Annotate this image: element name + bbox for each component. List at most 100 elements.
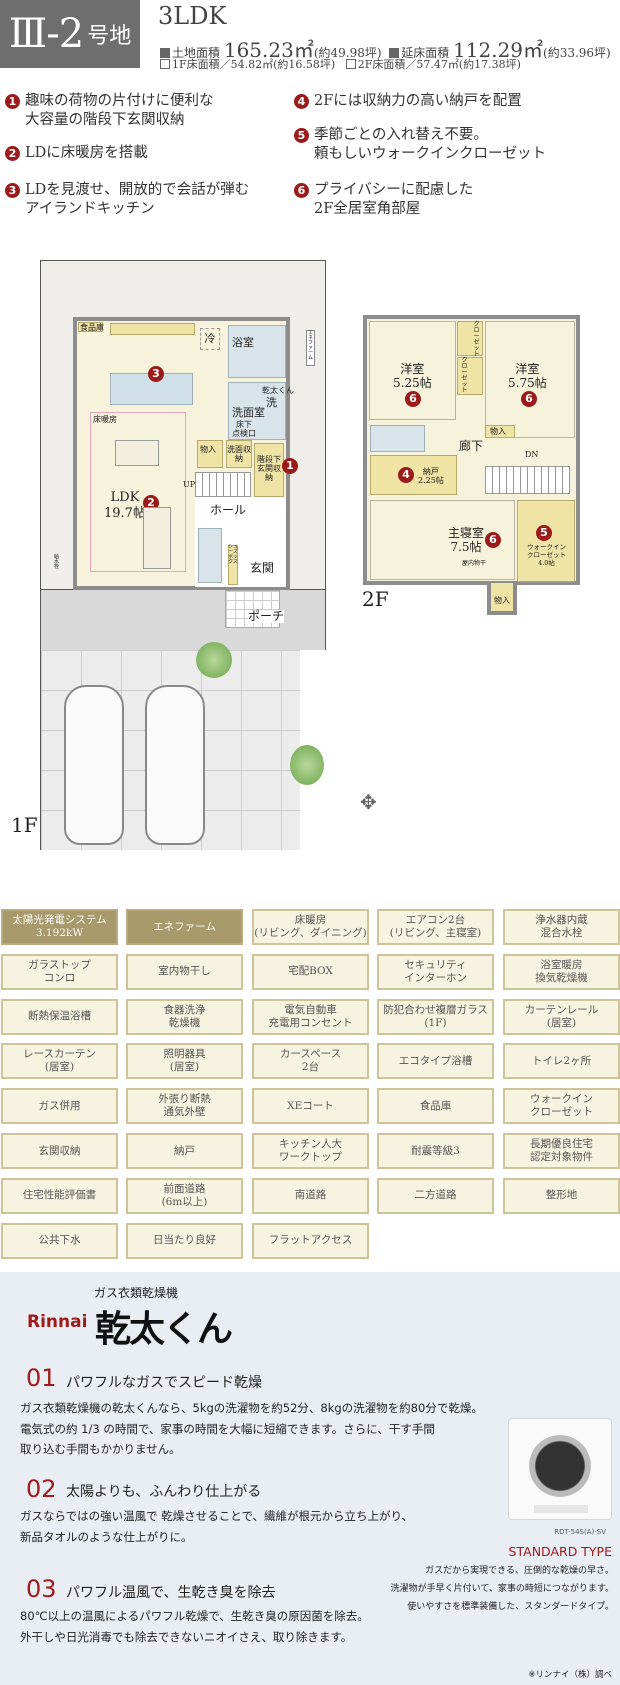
lot-number: Ⅲ-2 bbox=[8, 11, 85, 57]
lot-number-badge: Ⅲ-2 号地 bbox=[0, 0, 140, 68]
feature-cell: エコタイプ浴槽 bbox=[377, 1043, 494, 1080]
floor-heating-label: 床暖房 bbox=[93, 415, 117, 424]
closet-label: クローゼット bbox=[473, 321, 480, 358]
point-text: 2Fには収納力の高い納戸を配置 bbox=[314, 93, 522, 109]
pantry bbox=[78, 322, 103, 332]
feature-cell: 長期優良住宅 認定対象物件 bbox=[503, 1133, 620, 1169]
feature-cell: 南道路 bbox=[252, 1177, 369, 1214]
point-badge: 4 bbox=[294, 94, 309, 109]
section-title: パワフル温風で、生乾き臭を除去 bbox=[66, 1585, 276, 1601]
toilet-1f bbox=[198, 528, 222, 583]
feature-cell: 外張り断熱 通気外壁 bbox=[126, 1088, 243, 1125]
point-text: 趣味の荷物の片付けに便利な 大容量の階段下玄関収納 bbox=[25, 93, 214, 128]
section-text: ガスならではの強い温風で 乾燥させることで、繊維が根元から立ち上がり、 新品タオ… bbox=[20, 1509, 414, 1544]
feature-cell: 宅配BOX bbox=[252, 953, 369, 990]
compass-icon: ✥ bbox=[360, 790, 377, 814]
model-number: RDT-54S(A)-SV bbox=[554, 1528, 606, 1536]
feature-cell: 照明器具 (居室) bbox=[126, 1043, 243, 1080]
dryer-door-icon bbox=[529, 1435, 591, 1497]
entry-storage-label: 階段下 玄関収納 bbox=[257, 455, 281, 482]
control-panel bbox=[534, 1505, 588, 1513]
point-badge: 2 bbox=[5, 146, 20, 161]
floor-heating-area bbox=[90, 412, 186, 572]
section-title: パワフルなガスでスピード乾燥 bbox=[66, 1375, 262, 1391]
underfloor-label: 床下 点検口 bbox=[232, 420, 256, 438]
storage-label: 物入 bbox=[490, 427, 506, 436]
feature-cell: 食器洗浄 乾燥機 bbox=[126, 998, 243, 1035]
nando-label: 納戸 2.25帖 bbox=[418, 467, 444, 485]
feature-cell: エアコン2台 (リビング、主寝室) bbox=[377, 909, 494, 945]
land-area-label: 土地面積 bbox=[172, 46, 221, 60]
layout-type: 3LDK bbox=[158, 2, 227, 30]
rinnai-logo: Rinnai bbox=[27, 1312, 88, 1332]
feature-cell: ガラストップ コンロ bbox=[1, 953, 118, 990]
closet-label: クローゼット bbox=[461, 357, 468, 394]
shoe-box bbox=[228, 545, 238, 585]
point-6-marker: 6 bbox=[485, 532, 501, 548]
walk-in-closet bbox=[517, 500, 575, 582]
point-badge: 6 bbox=[294, 183, 309, 198]
point-6: 6 プライバシーに配慮した 2F全居室角部屋 bbox=[294, 181, 473, 219]
point-4: 4 2Fには収納力の高い納戸を配置 bbox=[294, 92, 522, 111]
washroom-label: 洗面室 bbox=[232, 406, 265, 419]
feature-cell: ガス併用 bbox=[1, 1088, 118, 1125]
point-text: プライバシーに配慮した 2F全居室角部屋 bbox=[314, 182, 474, 217]
closet bbox=[457, 357, 483, 395]
entry-storage bbox=[254, 443, 284, 497]
room2-label: 洋室 5.75帖 bbox=[508, 362, 547, 390]
filled-square-icon bbox=[160, 48, 170, 58]
section-number: 01 bbox=[26, 1364, 57, 1392]
floor-area-value: 112.29㎡ bbox=[453, 38, 544, 62]
empty-square-icon bbox=[345, 59, 356, 69]
fridge-label: 冷 bbox=[200, 328, 220, 350]
feature-cell: カースペース 2台 bbox=[252, 1043, 369, 1080]
storage-label: 物入 bbox=[494, 596, 510, 605]
product-logo: 乾太くん bbox=[95, 1309, 233, 1350]
feature-cell: 整形地 bbox=[503, 1177, 620, 1214]
closet bbox=[457, 321, 483, 356]
wash-storage-label: 洗面収納 bbox=[227, 445, 251, 463]
dryer-category: ガス衣類乾燥機 bbox=[94, 1286, 179, 1300]
point-2: 2 LDに床暖房を搭載 bbox=[5, 144, 148, 163]
water-meter-label: 給水栓 bbox=[53, 554, 59, 570]
stairs bbox=[195, 472, 251, 497]
feature-cell: エネファーム bbox=[126, 909, 243, 945]
storage-label: 物入 bbox=[200, 445, 216, 454]
western-room-2 bbox=[485, 321, 575, 438]
feature-cell: キッチン人大 ワークトップ bbox=[252, 1133, 369, 1169]
up-label: UP bbox=[183, 480, 196, 489]
point-6-marker: 6 bbox=[405, 391, 421, 407]
wash-storage bbox=[226, 440, 252, 468]
corridor-label: 廊下 bbox=[459, 439, 484, 453]
f1-area: 1F床面積／54.82㎡(約16.58坪) bbox=[172, 58, 336, 71]
sofa bbox=[143, 507, 171, 569]
shoe-box-label: シューズボックス bbox=[228, 544, 239, 565]
footnote: ※リンナイ（株）調べ bbox=[528, 1670, 612, 1680]
feature-cell: 耐震等級3 bbox=[377, 1133, 494, 1169]
feature-cell: 太陽光発電システム 3.192kW bbox=[1, 909, 118, 945]
storage-2f bbox=[485, 425, 515, 438]
feature-cell: トイレ2ヶ所 bbox=[503, 1043, 620, 1080]
washroom bbox=[228, 382, 286, 440]
car-icon bbox=[64, 685, 124, 845]
dining-table bbox=[115, 440, 159, 466]
floor-label-2f: 2F bbox=[362, 587, 389, 611]
car-icon bbox=[145, 685, 205, 845]
entrance-label: 玄関 bbox=[250, 561, 275, 575]
empty-square-icon bbox=[160, 59, 170, 69]
stairs-2f bbox=[485, 466, 570, 494]
section-number: 02 bbox=[26, 1475, 57, 1503]
wic-label: ウォークイン クローゼット 4.0帖 bbox=[527, 543, 566, 567]
toilet-2f bbox=[370, 425, 425, 452]
kitchen-cabinet bbox=[110, 323, 195, 335]
feature-cell: 納戸 bbox=[126, 1133, 243, 1169]
point-5-marker: 5 bbox=[536, 525, 552, 541]
land-area-tsubo: (約49.98坪) bbox=[313, 46, 382, 60]
point-text: LDに床暖房を搭載 bbox=[25, 145, 148, 161]
tree-icon bbox=[196, 642, 232, 678]
point-3-marker: 3 bbox=[148, 366, 164, 382]
room1-label: 洋室 5.25帖 bbox=[393, 362, 432, 390]
